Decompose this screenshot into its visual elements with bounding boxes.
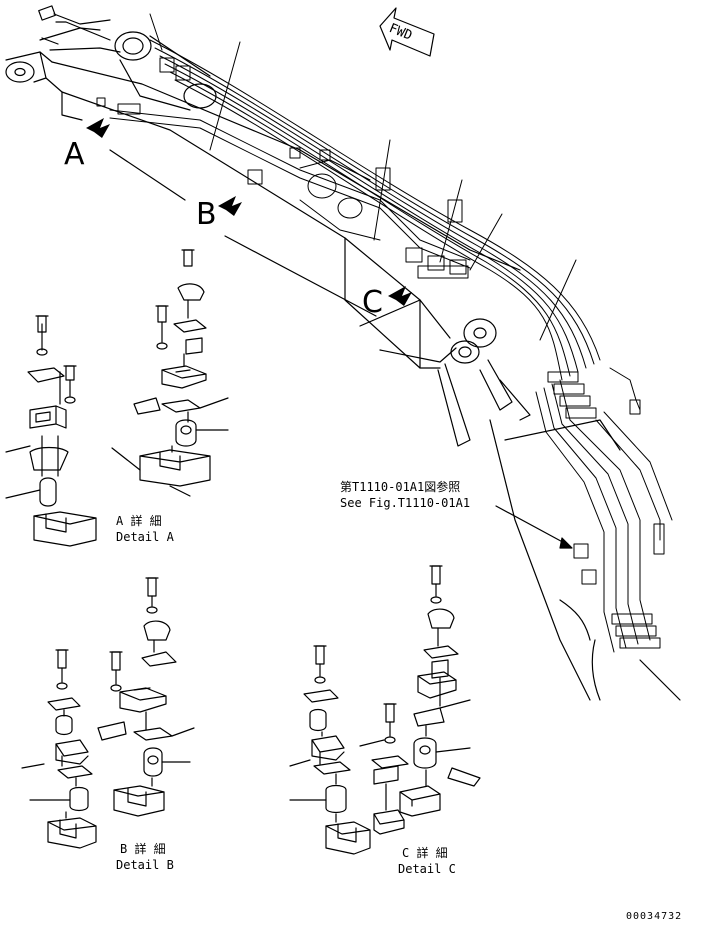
view-arrow-c — [388, 286, 412, 306]
view-arrow-a — [86, 118, 110, 138]
reference-leader — [495, 505, 573, 549]
reference-jp: 第T1110-01A1図参照 — [340, 480, 461, 494]
detail-c-exploded — [289, 565, 481, 855]
detail-a-jp: A 詳 細 — [116, 514, 162, 528]
cylinder — [38, 5, 217, 111]
view-indicators — [86, 118, 412, 317]
boom-body — [489, 419, 681, 701]
section-line-bc — [224, 235, 377, 317]
view-label-c: C — [362, 285, 383, 320]
view-label-b: B — [196, 197, 217, 232]
detail-a-exploded — [5, 249, 229, 547]
detail-b-jp: B 詳 細 — [120, 842, 166, 856]
drawing-number: 00034732 — [626, 911, 683, 922]
detail-c-jp: C 詳 細 — [402, 846, 448, 860]
view-arrow-b — [218, 196, 242, 216]
fwd-arrow — [379, 7, 435, 57]
reference-en: See Fig.T1110-01A1 — [340, 496, 471, 510]
detail-b-en: Detail B — [116, 858, 174, 872]
hose-bundle — [96, 13, 673, 653]
detail-a-en: Detail A — [116, 530, 174, 544]
detail-b-exploded — [21, 577, 195, 849]
view-label-a: A — [64, 137, 85, 172]
section-line-ab — [109, 149, 186, 201]
arm-body — [5, 51, 531, 447]
detail-c-en: Detail C — [398, 862, 456, 876]
